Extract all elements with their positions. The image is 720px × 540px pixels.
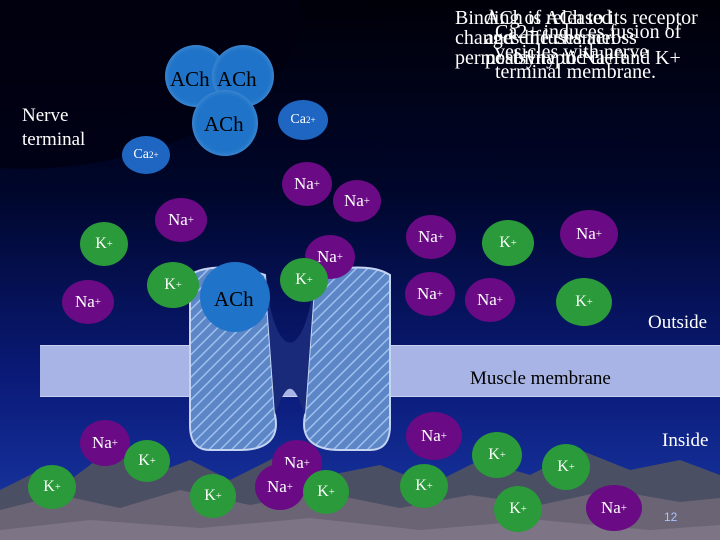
na-ion-out-3: Na+: [155, 198, 207, 242]
k-ion-out-1: K+: [80, 222, 128, 266]
na-ion-out-1: Na+: [282, 162, 332, 206]
k-ion-out-3: K+: [280, 258, 328, 302]
k-ion-in-2: K+: [28, 465, 76, 509]
k-ion-in-6: K+: [472, 432, 522, 478]
k-ion-out-5: K+: [556, 278, 612, 326]
k-ion-in-4: K+: [303, 470, 349, 514]
vesicle-ach-right: ACh: [217, 67, 257, 91]
muscle-membrane-label: Muscle membrane: [470, 368, 611, 389]
na-ion-in-3: Na+: [406, 412, 462, 460]
na-ion-out-5: Na+: [406, 215, 456, 259]
na-ion-in-4: Na+: [255, 464, 305, 510]
na-ion-in-5: Na+: [586, 485, 642, 531]
vesicle-bottom: [192, 90, 258, 156]
nerve-terminal-shape: [0, 0, 302, 169]
caption-overlay-text: Ca2+ induces fusion of vesicles with ner…: [495, 21, 682, 83]
k-ion-in-7: K+: [542, 444, 590, 490]
k-ion-out-2: K+: [147, 262, 199, 308]
na-ion-out-2: Na+: [333, 180, 381, 222]
inside-label: Inside: [662, 430, 709, 451]
k-ion-in-3: K+: [190, 474, 236, 518]
caption-text-2: ACh is released and diffuses across post…: [485, 7, 637, 69]
k-ion-in-5: K+: [400, 464, 448, 508]
outside-label: Outside: [648, 312, 708, 333]
na-ion-out-7: Na+: [405, 272, 455, 316]
na-ion-out-8: Na+: [465, 278, 515, 322]
nerve-terminal-label: Nerve terminal: [22, 105, 86, 150]
k-ion-out-4: K+: [482, 220, 534, 266]
slide-number: 12: [664, 510, 678, 524]
caption-text-1: Binding of ACh to its receptor changes t…: [455, 7, 698, 69]
k-ion-in-8: K+: [494, 486, 542, 532]
ach-free-molecule: [200, 262, 270, 332]
ach-free-label: ACh: [214, 287, 254, 311]
rocky-terrain: [0, 450, 720, 540]
na-ion-out-9: Na+: [62, 280, 114, 324]
na-ion-in-1: Na+: [80, 420, 130, 466]
na-ion-out-6: Na+: [560, 210, 618, 258]
vesicle-ach-left: ACh: [170, 67, 210, 91]
vesicle-ach-bottom: ACh: [204, 112, 244, 136]
k-ion-in-1: K+: [124, 440, 170, 482]
